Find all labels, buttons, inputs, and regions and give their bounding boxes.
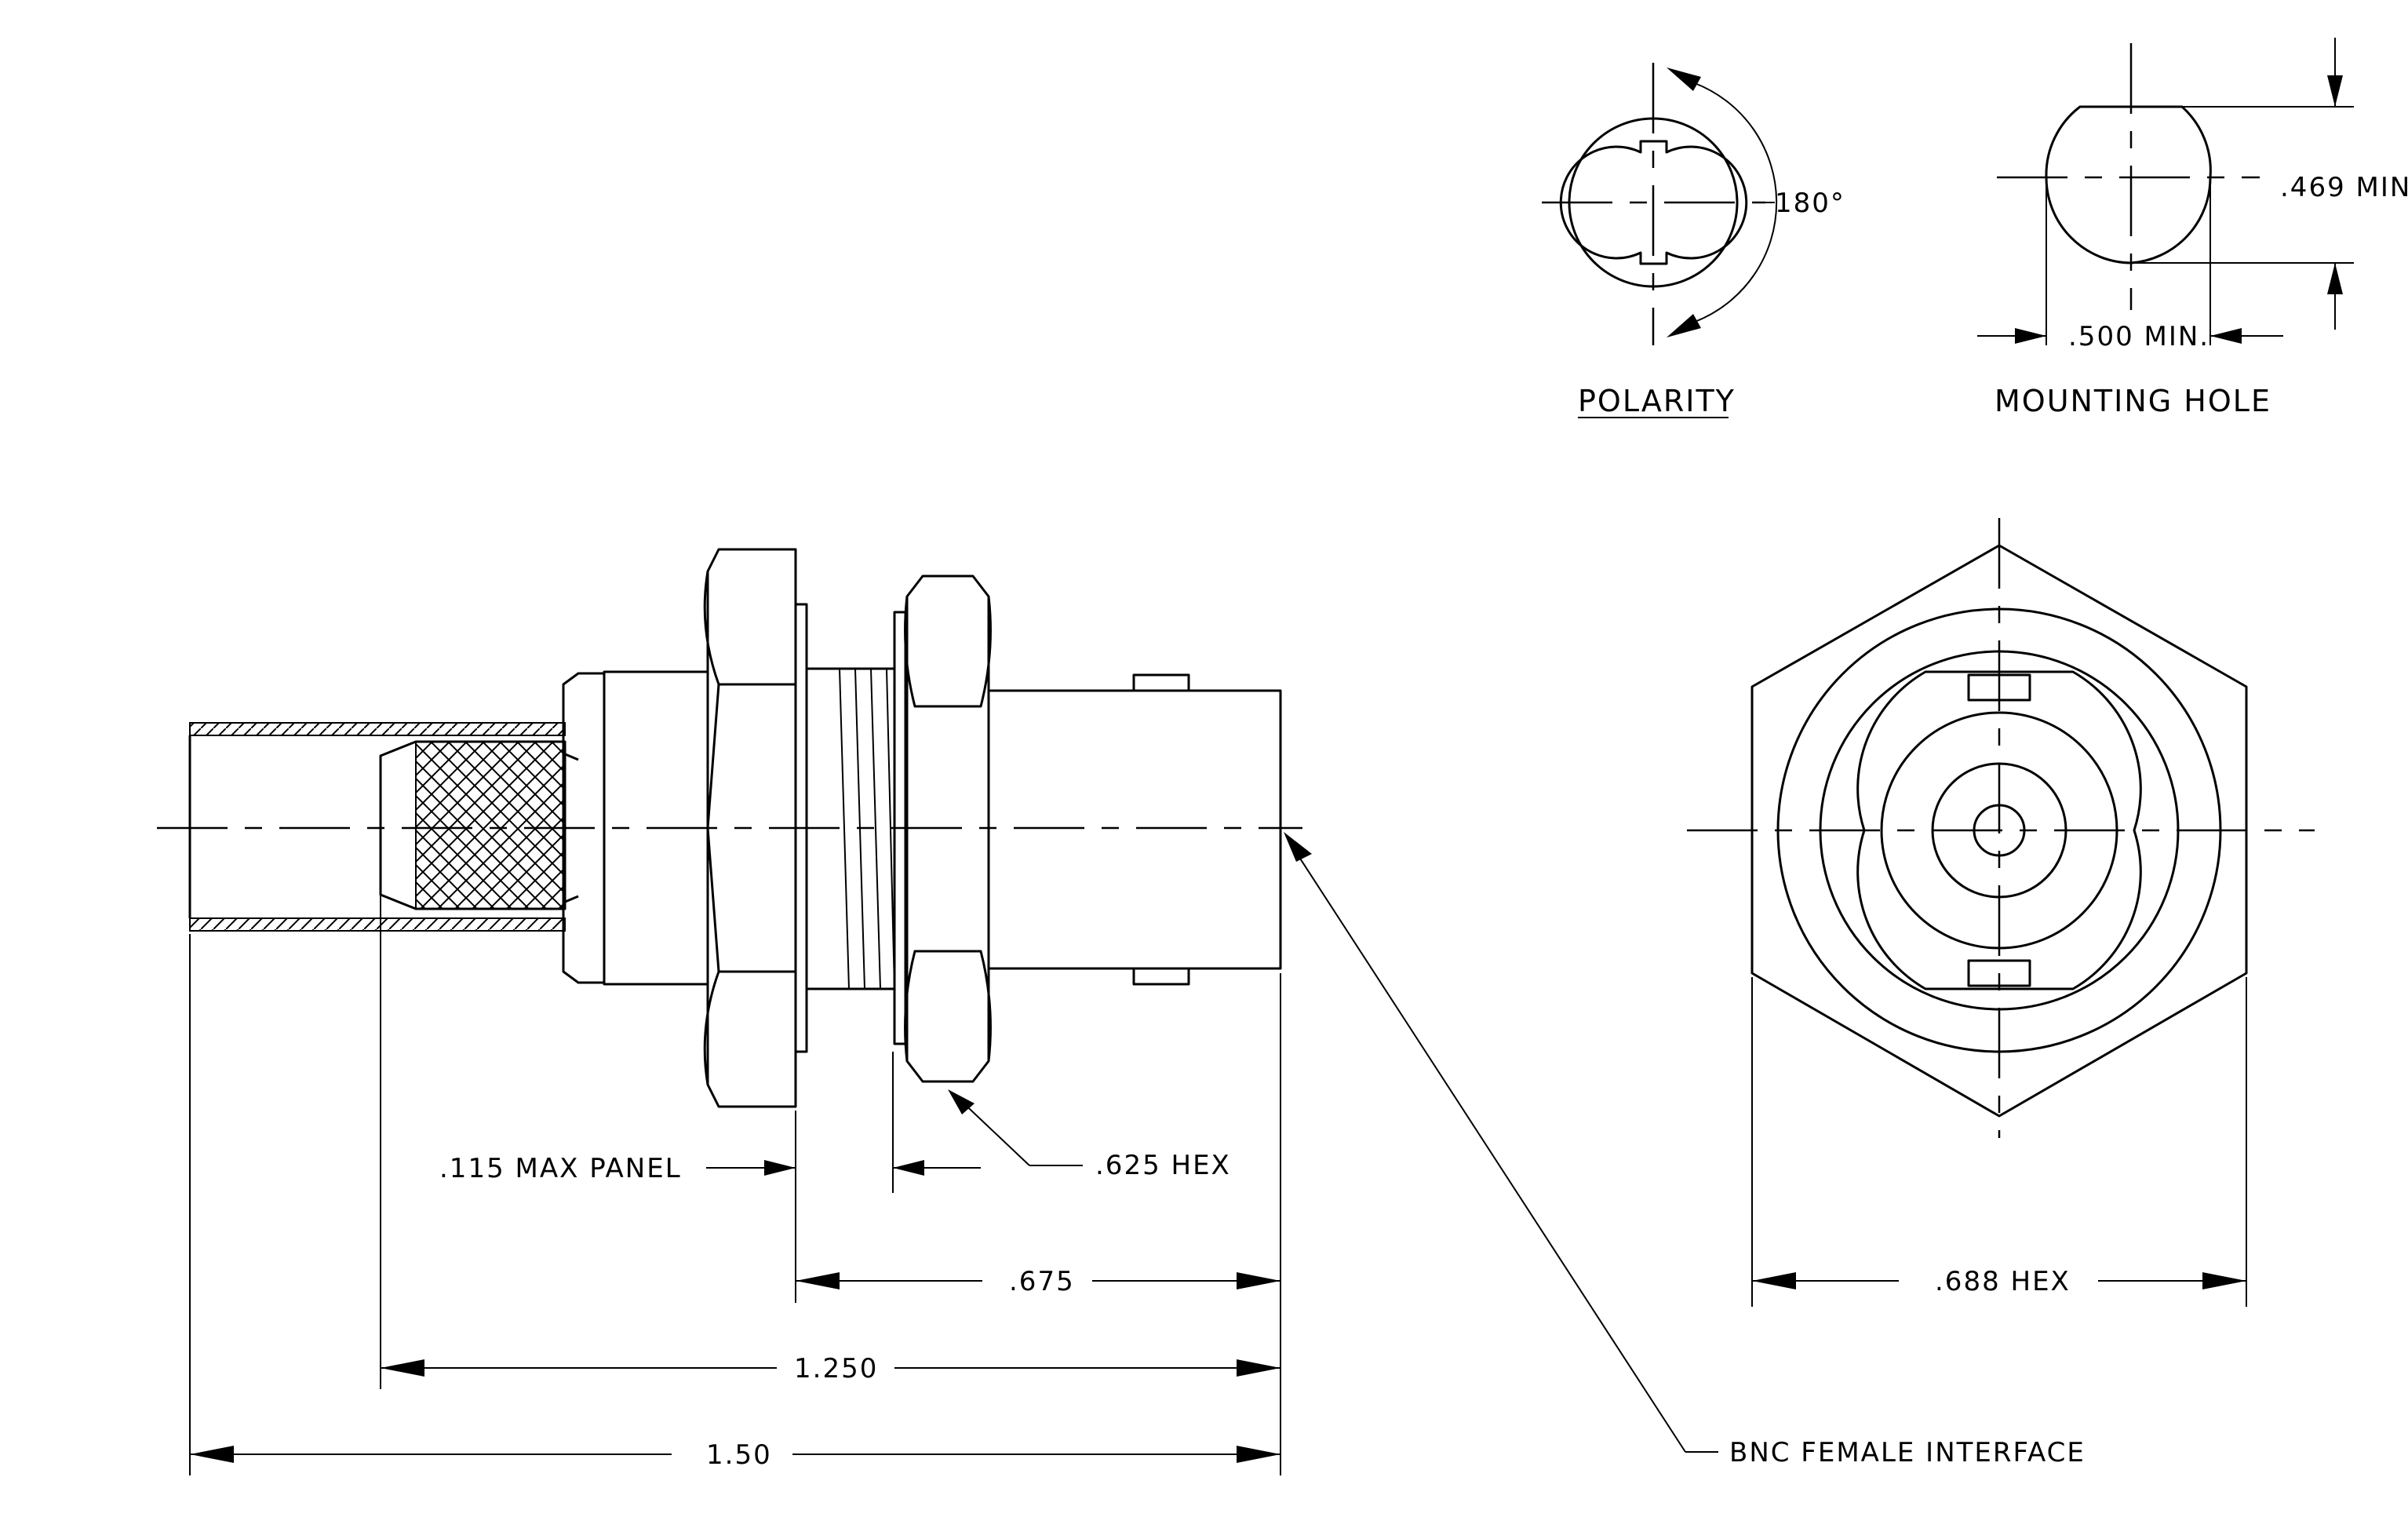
dim-150-label: 1.50	[706, 1439, 772, 1471]
polarity-angle-label: 180°	[1775, 188, 1845, 219]
side-view-dimensions: .115 MAX PANEL .625 HEX .675 1.250 1.50	[189, 832, 2086, 1475]
end-hex-label: .688 HEX	[1935, 1266, 2071, 1297]
panel-thickness-label: .115 MAX PANEL	[439, 1153, 682, 1184]
dim-675-label: .675	[1009, 1266, 1075, 1297]
polarity-title: POLARITY	[1578, 384, 1736, 418]
dim-1250-label: 1.250	[794, 1353, 878, 1384]
end-view-dimension: .688 HEX	[1751, 977, 2247, 1307]
hole-height-label: .469 MIN.	[2280, 172, 2408, 203]
side-view	[157, 548, 1302, 1108]
end-view	[1687, 518, 2315, 1138]
mounting-hole-view: .469 MIN. .500 MIN. MOUNTING HOLE	[1977, 38, 2408, 418]
nut-hex-label: .625 HEX	[1095, 1150, 1231, 1181]
mounting-hole-title: MOUNTING HOLE	[1995, 384, 2271, 418]
interface-label: BNC FEMALE INTERFACE	[1729, 1437, 2086, 1468]
polarity-view: 180° POLARITY	[1542, 63, 1845, 418]
hole-width-label: .500 MIN.	[2068, 321, 2209, 352]
